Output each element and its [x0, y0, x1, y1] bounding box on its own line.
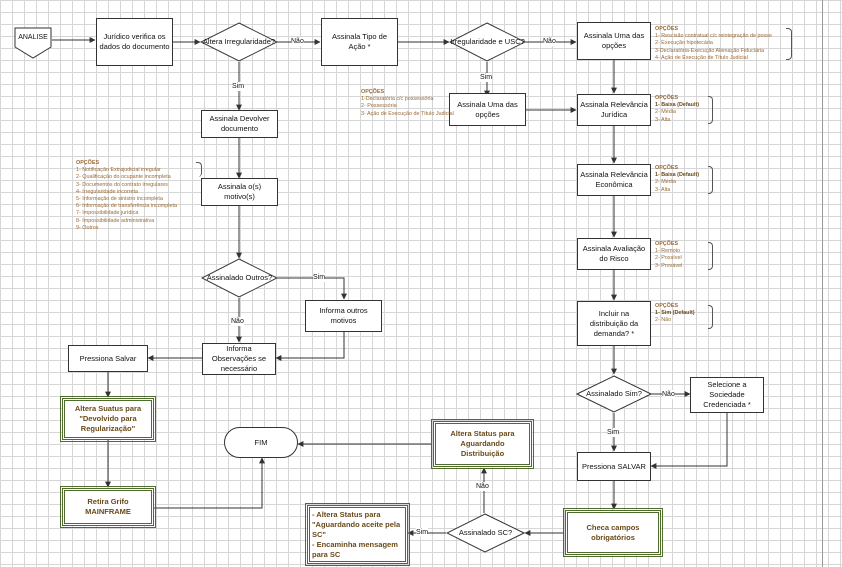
option-item: 1-Declaratória c/c possessória	[361, 96, 434, 103]
irregularidade-usc-decision: Irregularidade e USC?	[449, 22, 526, 62]
selecione-sociedade-box: Selecione a Sociedade Credenciada *	[690, 377, 764, 413]
avaliacao-risco-box: Assinala Avaliação do Risco	[577, 238, 651, 270]
options-bracket	[786, 28, 792, 60]
option-item: 2- Possível	[655, 255, 682, 262]
option-item: 2- Execução hipotecária	[655, 40, 713, 47]
option-item: 3- Alta	[655, 116, 671, 123]
assinalado-sim-decision: Assinalado Sim?	[576, 375, 652, 413]
options-bracket	[708, 242, 713, 270]
options-bracket	[708, 166, 713, 194]
assinala-motivos-box: Assinala o(s) motivo(s)	[201, 178, 278, 206]
option-item: 3- Documentos do contrato irregulares	[76, 181, 168, 188]
edge-selecione-salvar	[650, 413, 728, 469]
options-reintegracao: OPÇÕES 1- Rescisão contratual c/c reinte…	[655, 26, 772, 62]
option-item: 1- Baixa (Default)	[655, 102, 700, 109]
edge-label-nao: Não	[476, 482, 489, 491]
analise-label: ANALISE	[18, 34, 48, 41]
edge-grifo-fim	[150, 457, 265, 509]
page-border-line	[822, 0, 823, 567]
option-item: 1- Notificação Extrajudicial irregular	[76, 167, 161, 174]
edge-label-nao: Não	[662, 390, 675, 399]
options-distribuicao: OPÇÕES 1- Sim (Default) 2- Não	[655, 303, 695, 325]
retira-grifo-box: Retira Grifo MAINFRAME	[60, 486, 156, 528]
edge-label-sim: Sim	[607, 428, 620, 437]
options-bracket	[708, 305, 713, 329]
edge-label-nao: Não	[231, 317, 244, 326]
option-item: 9- Outros	[76, 224, 99, 231]
options-heading: OPÇÕES	[655, 303, 679, 309]
option-item: 2- Não	[655, 317, 672, 324]
option-item: 1- Sim (Default)	[655, 310, 695, 317]
options-heading: OPÇÕES	[655, 26, 679, 32]
option-item: 3- Provável	[655, 262, 683, 269]
option-item: 2- Possessória	[361, 103, 397, 110]
edge-label-sim: Sim	[232, 82, 245, 91]
edge-informa-obs	[275, 332, 345, 361]
checa-campos-box: Checa campos obrigatórios	[563, 508, 663, 557]
altera-irregularidade-decision: Altera Irregularidade?	[200, 22, 278, 62]
option-item: 3- Alta	[655, 186, 671, 193]
altera-irregularidade-label: Altera Irregularidade?	[202, 37, 276, 46]
assinalado-outros-decision: Assinalado Outros?	[201, 258, 278, 298]
option-item: 2- Média	[655, 109, 676, 116]
incluir-distribuicao-box: Incluir na distribuição da demanda? *	[577, 301, 651, 346]
edge-label-nao: Não	[291, 37, 304, 46]
option-item: 6- Informação de transferência incomplet…	[76, 203, 177, 210]
options-heading: OPÇÕES	[655, 241, 679, 247]
option-item: 2- Média	[655, 179, 676, 186]
option-item: 4- Ação de Execução de Título Judicial	[655, 54, 748, 61]
edge-outros-informa	[277, 277, 347, 300]
options-heading: OPÇÕES	[76, 160, 100, 166]
relevancia-economica-box: Assinala Relevância Econômica	[577, 164, 651, 196]
pressiona-salvar-upper-box: Pressiona SALVAR	[577, 452, 651, 481]
options-risco: OPÇÕES 1- Remoto 2- Possível 3- Provável	[655, 241, 682, 270]
options-heading: OPÇÕES	[655, 95, 679, 101]
assinalado-sim-label: Assinalado Sim?	[586, 389, 642, 398]
options-declaratoria: OPÇÕES 1-Declaratória c/c possessória 2-…	[361, 89, 454, 118]
altera-status-aguardando-box: Altera Status para Aguardando Distribuiç…	[431, 419, 534, 469]
altera-status-aceite-box: - Altera Status para "Aguardando aceite …	[305, 503, 410, 566]
option-item: 5- Informação de sinistro incompleta	[76, 196, 163, 203]
irregularidade-usc-label: Irregularidade e USC?	[450, 37, 525, 46]
assinala-opcoes-box-2: Assinala Uma das opções	[449, 93, 526, 126]
pressiona-salvar-box: Pressiona Salvar	[68, 345, 148, 372]
option-item: 8- Impossibilidade administrativa	[76, 217, 155, 224]
juridico-verifica-box: Jurídico verifica os dados do documento	[96, 18, 173, 66]
analise-node: ANALISE	[14, 27, 52, 59]
assinala-opcoes-box-1: Assinala Uma das opções	[577, 22, 651, 60]
edge-label-nao: Não	[543, 37, 556, 46]
assinala-devolver-box: Assinala Devolver documento	[201, 110, 278, 138]
assinalado-sc-decision: Assinalado SC?	[446, 513, 525, 553]
edge-label-sim: Sim	[313, 273, 326, 282]
options-heading: OPÇÕES	[655, 165, 679, 171]
options-heading: OPÇÕES	[361, 89, 385, 95]
edge-label-sim: Sim	[416, 528, 429, 537]
option-item: 1- Rescisão contratual c/c reintegração …	[655, 33, 772, 40]
options-economica: OPÇÕES 1- Baixa (Default) 2- Média 3- Al…	[655, 165, 699, 194]
assinalado-outros-label: Assinalado Outros?	[206, 273, 273, 282]
options-juridica: OPÇÕES 1- Baixa (Default) 2- Média 3- Al…	[655, 95, 699, 124]
option-item: 1- Remoto	[655, 248, 681, 255]
option-item: 3-Declaratória-Execução Alienação Fiduci…	[655, 47, 765, 54]
altera-status-devolvido-box: Altera Suatus para "Devolvido para Regul…	[60, 396, 156, 442]
informa-observacoes-box: Informa Observações se necessário	[202, 343, 276, 375]
assinala-tipo-acao-box: Assinala Tipo de Ação *	[321, 18, 398, 66]
option-item: 1- Baixa (Default)	[655, 172, 700, 179]
informa-outros-box: Informa outros motivos	[305, 300, 382, 332]
option-item: 7- Impossibilidade jurídica	[76, 210, 139, 217]
relevancia-juridica-box: Assinala Relevância Jurídica	[577, 94, 651, 126]
option-item: 3- Ação de Execução de Título Judicial	[361, 110, 454, 117]
fim-terminal: FIM	[224, 427, 298, 458]
options-bracket	[196, 162, 202, 177]
assinalado-sc-label: Assinalado SC?	[458, 528, 513, 537]
edge-label-sim: Sim	[480, 73, 493, 82]
option-item: 4- Irregularidade incorreta	[76, 188, 139, 195]
options-bracket	[708, 96, 713, 124]
option-item: 2- Qualificação do ocupante incompleta	[76, 174, 171, 181]
options-motivos: OPÇÕES 1- Notificação Extrajudicial irre…	[76, 160, 177, 232]
